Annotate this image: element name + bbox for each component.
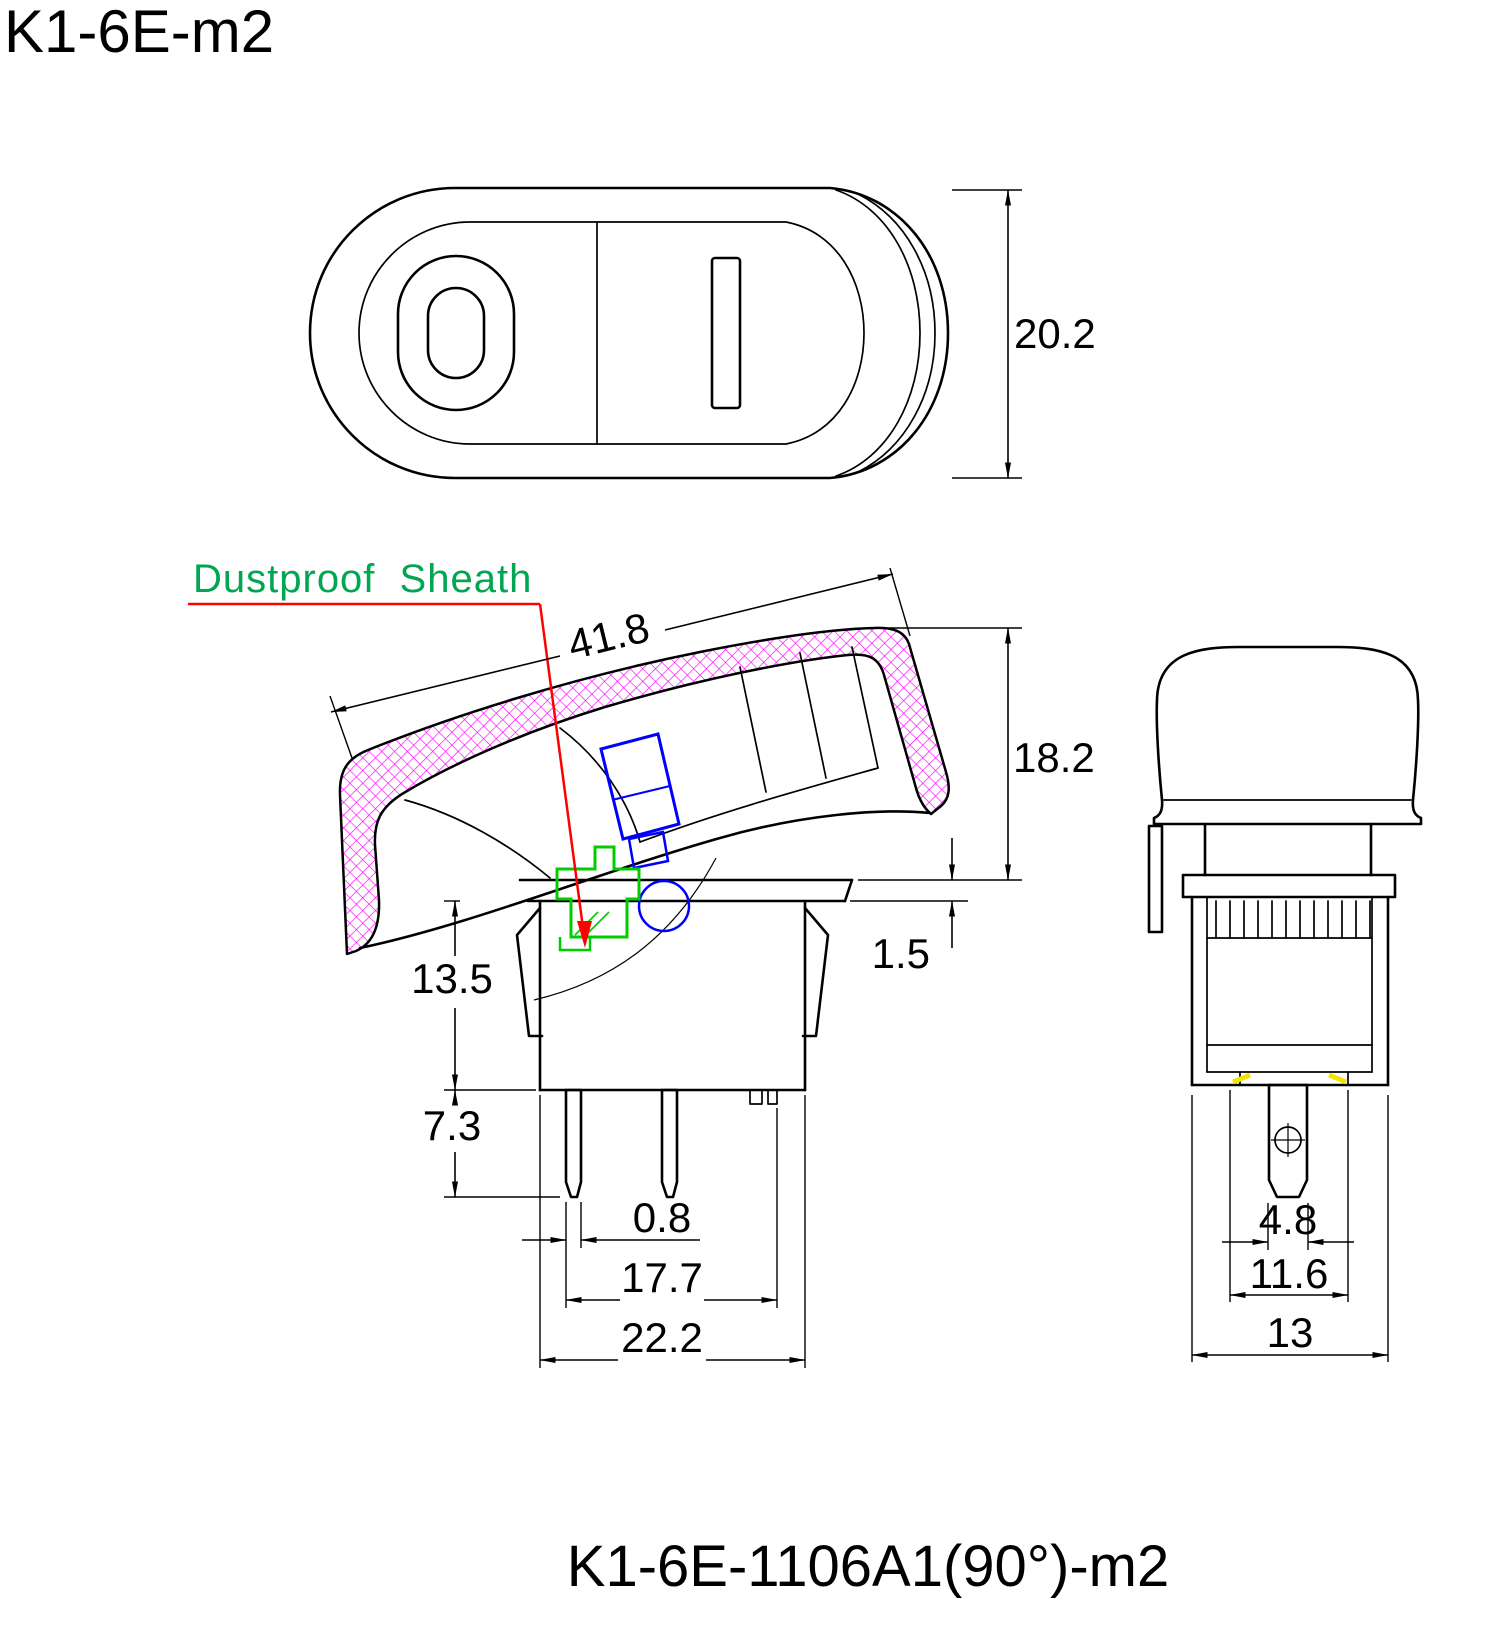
plunger-blue-step xyxy=(611,785,671,801)
dim-text-top-height: 20.2 xyxy=(1014,310,1096,357)
plunger-blue-base xyxy=(627,830,670,870)
rocker-facet-line-left xyxy=(404,799,551,879)
part-number-caption: K1-6E-1106A1(90°)-m2 xyxy=(567,1534,1169,1599)
sheath-callout: Dustproof Sheath xyxy=(188,557,592,948)
pivot-circle-blue xyxy=(637,879,691,933)
dim-text-flange-thickness: 1.5 xyxy=(872,930,930,977)
dim-text-rocker-height: 18.2 xyxy=(1013,734,1095,781)
dimension-side-body-width: 13 xyxy=(1191,1095,1389,1362)
top-view-outline xyxy=(308,186,950,480)
dim-text-body-depth: 13.5 xyxy=(411,955,493,1002)
dim-text-terminal-thickness: 0.8 xyxy=(633,1194,691,1241)
top-view-inner-contour xyxy=(358,221,865,445)
terminal-stub-1 xyxy=(749,1089,763,1105)
side-lever xyxy=(1147,824,1164,934)
marking-O-outer xyxy=(396,254,516,412)
dim-text-terminal-length: 7.3 xyxy=(423,1102,481,1149)
lamp-holder-green xyxy=(555,845,641,939)
dimension-side-terminal-width: 4.8 xyxy=(1222,1196,1354,1250)
rocker-underside-contour xyxy=(639,767,879,843)
snap-finger-left xyxy=(515,906,544,1038)
dim-text-terminal-pitch: 17.7 xyxy=(621,1254,703,1301)
side-flange xyxy=(1181,873,1397,899)
dim-line xyxy=(664,573,894,631)
plunger-blue xyxy=(599,732,681,841)
snap-finger-right xyxy=(801,906,830,1038)
dimension-terminal-pitch: 17.7 xyxy=(565,1108,778,1308)
sheath-label: Dustproof Sheath xyxy=(193,557,532,601)
yellow-mark-right xyxy=(1328,1072,1347,1085)
terminal-pin-left xyxy=(564,1088,583,1199)
side-spring-comb xyxy=(1215,900,1371,939)
dimension-body-width: 22.2 xyxy=(539,1095,806,1368)
leader-line xyxy=(538,603,585,929)
top-view-right-arc-1 xyxy=(835,189,921,477)
dimension-flange-thickness: 1.5 xyxy=(850,838,968,977)
rocker-rib-3 xyxy=(851,646,879,769)
terminal-stub-2 xyxy=(767,1089,778,1105)
rocker-rib-2 xyxy=(799,652,827,779)
marking-I xyxy=(710,256,742,410)
side-terminal xyxy=(1267,1083,1309,1199)
travel-arc xyxy=(533,857,717,1001)
yellow-mark-left xyxy=(1232,1072,1251,1085)
rocker-facet-line-center xyxy=(559,727,641,843)
dim-text-side-body-width: 13 xyxy=(1267,1309,1314,1356)
drawing-title: K1-6E-m2 xyxy=(4,0,274,65)
marking-O-inner xyxy=(426,286,486,380)
leader-arrowhead xyxy=(577,921,592,948)
dimension-side-step-width: 11.6 xyxy=(1229,1090,1349,1302)
lamp-holder-green-foot xyxy=(558,937,592,952)
dim-text-side-step-width: 11.6 xyxy=(1250,1250,1329,1297)
dustproof-sheath-band xyxy=(338,626,950,956)
side-rocker-cap xyxy=(1152,645,1423,826)
dimension-body-depth: 13.5 xyxy=(411,900,536,1091)
dimension-terminal-thickness: 0.8 xyxy=(522,1194,700,1308)
dimension-top-height: 20.2 xyxy=(952,189,1096,479)
dimension-rocker-height: 18.2 xyxy=(858,627,1095,881)
top-view xyxy=(308,186,950,480)
terminal-pin-center xyxy=(660,1088,679,1199)
dim-text-side-terminal-width: 4.8 xyxy=(1259,1196,1317,1243)
rocker-rib-1 xyxy=(739,666,767,793)
dim-line xyxy=(330,655,561,713)
top-view-right-arc-2 xyxy=(857,193,936,473)
side-view xyxy=(1147,645,1423,1199)
flange-right-edge xyxy=(843,878,854,903)
dim-text-body-width: 22.2 xyxy=(621,1314,703,1361)
